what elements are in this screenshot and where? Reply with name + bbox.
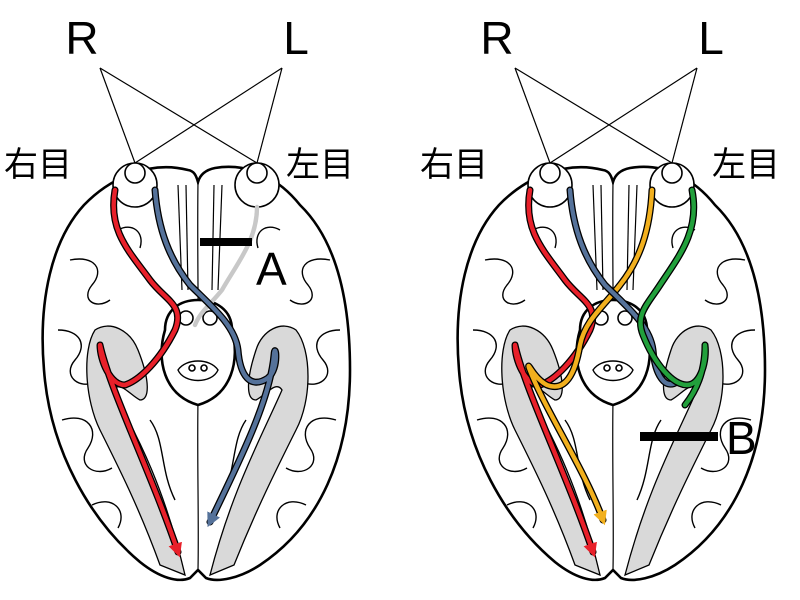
right-eye-label-left: 右目 — [4, 145, 72, 185]
brain-outline — [41, 161, 352, 582]
panel-right-diagram — [456, 67, 767, 582]
lesion-bar-b — [640, 432, 718, 441]
label-l-left: L — [283, 12, 309, 64]
red-visual-path — [512, 187, 597, 558]
blue-visual-path — [567, 187, 680, 387]
marker-b-label: B — [726, 412, 757, 464]
lesion-bar-a — [200, 238, 252, 246]
severed-left-eye-path — [192, 204, 260, 328]
red-visual-path — [97, 187, 182, 558]
marker-a-label: A — [256, 243, 287, 295]
panel-left-diagram — [41, 67, 352, 582]
label-r-right: R — [480, 12, 513, 64]
visual-field-lines — [99, 67, 283, 164]
yellow-visual-path — [526, 187, 655, 526]
brain-outline — [456, 161, 767, 582]
left-eye-label-left: 左目 — [286, 145, 354, 185]
right-eye-label-right: 右目 — [420, 145, 488, 185]
blue-visual-path — [152, 187, 279, 528]
left-eye-label-right: 左目 — [712, 145, 780, 185]
visual-field-lines — [514, 67, 698, 164]
label-l-right: L — [698, 12, 724, 64]
green-visual-path — [638, 187, 708, 408]
label-r-left: R — [65, 12, 98, 64]
